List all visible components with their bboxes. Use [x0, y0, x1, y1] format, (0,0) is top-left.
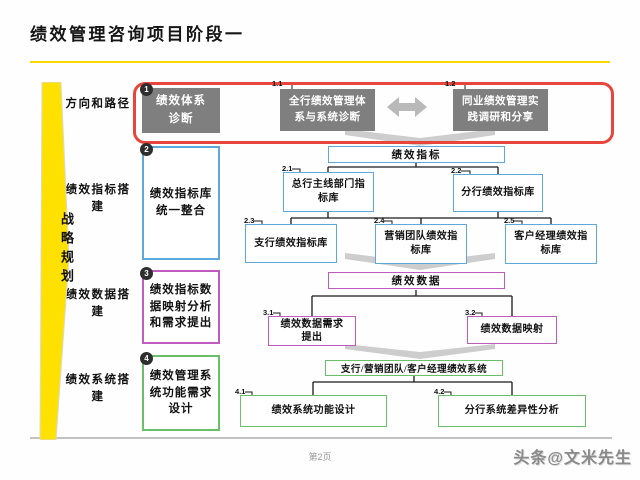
page-number: 第2页	[308, 452, 332, 462]
phase3-main-box: 绩效指标数据映射分析和需求提出	[142, 270, 220, 344]
node-id-4-2: 4.2	[434, 387, 445, 396]
row-label-direction: 方向和路径	[65, 98, 131, 110]
row-label-system: 绩效系统搭建	[65, 374, 131, 404]
node-box-3-2: 绩效数据映射	[467, 316, 557, 344]
tree2-root-box: 绩效指标	[328, 146, 505, 163]
node-id-2-5: 2.5	[504, 216, 515, 225]
node-box-2-4: 营销团队绩效指标库	[375, 224, 467, 264]
watermark: 头条@文米先生	[513, 450, 632, 467]
strategy-banner-label: 战略规划	[59, 212, 74, 288]
row-label-indicators: 绩效指标搭建	[65, 184, 131, 214]
phase2-number-badge: 2	[140, 143, 153, 156]
node-id-1-1: 1.1	[272, 79, 283, 88]
node-box-2-1: 总行主线部门指标库	[283, 172, 374, 212]
node-id-2-4: 2.4	[374, 216, 385, 225]
tree4-root-box: 支行/营销团队/客户经理绩效系统	[325, 360, 503, 376]
phase4-number-badge: 4	[140, 352, 153, 365]
page-title: 绩效管理咨询项目阶段一	[30, 25, 245, 44]
node-id-2-3: 2.3	[244, 216, 255, 225]
node-box-1-2: 同业绩效管理实践调研和分享	[453, 89, 548, 131]
node-box-2-5: 客户经理绩效指标库	[505, 224, 597, 264]
phase3-number-badge: 3	[140, 267, 153, 280]
node-box-4-2: 分行系统差异性分析	[438, 395, 586, 427]
node-box-2-2: 分行绩效指标库	[453, 174, 543, 212]
title-underline	[30, 61, 610, 63]
node-id-1-2: 1.2	[445, 79, 456, 88]
node-box-4-1: 绩效系统功能设计	[240, 395, 387, 427]
node-box-1-1: 全行绩效管理体系与系统诊断	[280, 89, 375, 131]
node-box-3-1: 绩效数据需求提出	[268, 316, 356, 346]
node-id-3-1: 3.1	[263, 308, 274, 317]
chevron-down-icon	[345, 344, 495, 359]
double-arrow-icon	[387, 97, 427, 117]
phase1-main-box: 绩效体系诊断	[142, 88, 220, 133]
node-id-2-2: 2.2	[451, 166, 462, 175]
node-box-2-3: 支行绩效指标库	[245, 224, 337, 263]
node-id-4-1: 4.1	[235, 387, 246, 396]
tree3-root-box: 绩效数据	[328, 272, 505, 289]
phase2-main-box: 绩效指标库统一整合	[142, 146, 220, 260]
phase1-number-badge: 1	[140, 83, 153, 96]
phase4-main-box: 绩效管理系统功能需求设计	[142, 355, 220, 431]
row-label-data: 绩效数据搭建	[65, 289, 131, 319]
phase1-highlight-frame	[133, 82, 614, 144]
strategy-banner-shape	[39, 82, 70, 440]
footer-divider	[30, 437, 612, 439]
node-id-2-1: 2.1	[282, 164, 293, 173]
node-id-3-2: 3.2	[465, 308, 476, 317]
